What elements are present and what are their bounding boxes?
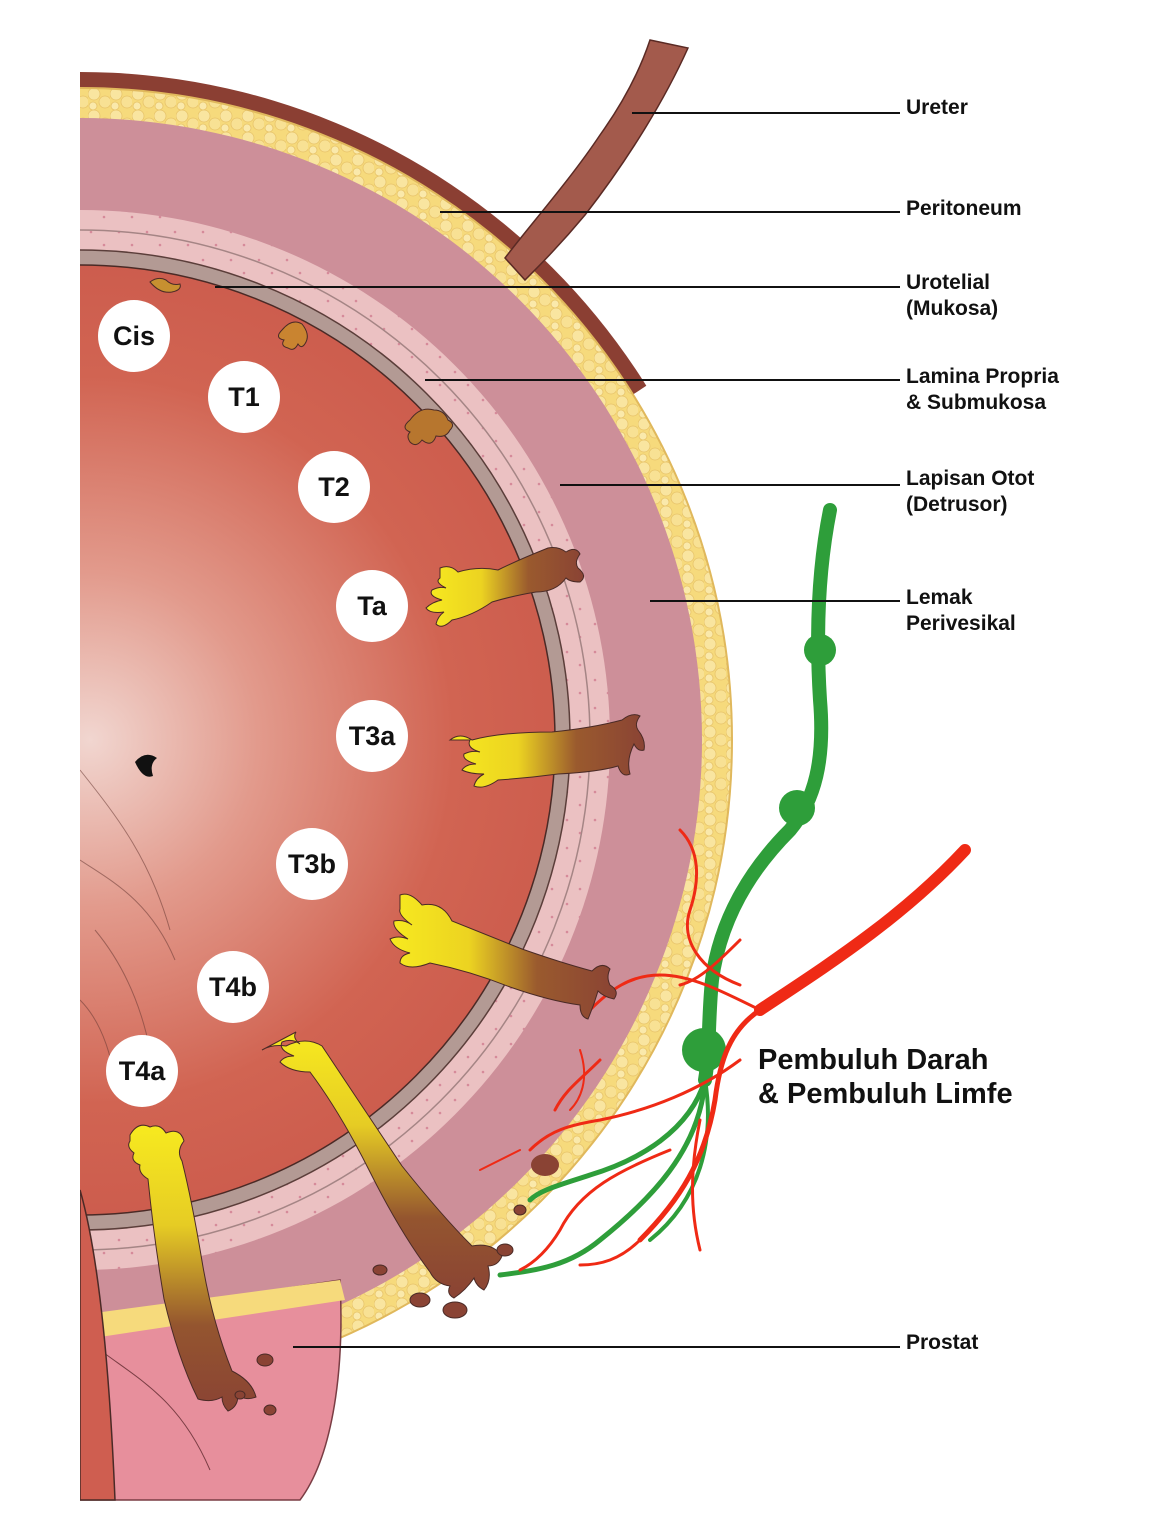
stage-label: Ta — [357, 590, 387, 621]
label-peritoneum: Peritoneum — [906, 197, 1022, 220]
tumors — [128, 277, 645, 1416]
label-ureter: Ureter — [906, 96, 968, 119]
stage-badge-cis: Cis — [98, 300, 170, 372]
blood-vessels — [479, 828, 971, 1272]
stage-label: T2 — [318, 471, 350, 502]
stage-badge-t3a: T3a — [336, 700, 408, 772]
leader-lines — [215, 112, 900, 1348]
label-prostat: Prostat — [906, 1331, 979, 1354]
stage-badge-t3b: T3b — [276, 828, 348, 900]
stage-label: T3b — [287, 848, 336, 879]
label-lapisan-otot: Lapisan Otot(Detrusor) — [906, 467, 1035, 516]
stage-badge-t4b: T4b — [197, 951, 269, 1023]
stage-badge-t4a: T4a — [106, 1035, 178, 1107]
label-lamina-propria: Lamina Propria& Submukosa — [906, 365, 1059, 414]
lymph-vessels — [497, 503, 837, 1278]
stage-label: T1 — [228, 381, 260, 412]
label-urotelial: Urotelial(Mukosa) — [906, 271, 999, 320]
stage-label: Cis — [112, 320, 156, 351]
stage-badge-t2: T2 — [298, 451, 370, 523]
stage-badge-t1: T1 — [208, 361, 280, 433]
stage-label: T3a — [348, 720, 396, 751]
stage-label: T4b — [208, 971, 257, 1002]
ureteric-orifice — [135, 754, 157, 777]
stage-label: T4a — [118, 1055, 166, 1086]
stage-badge-ta: Ta — [336, 570, 408, 642]
urethra — [80, 1189, 116, 1501]
ureter — [504, 39, 690, 282]
label-vessels: Pembuluh Darah & Pembuluh Limfe — [758, 1044, 1013, 1110]
